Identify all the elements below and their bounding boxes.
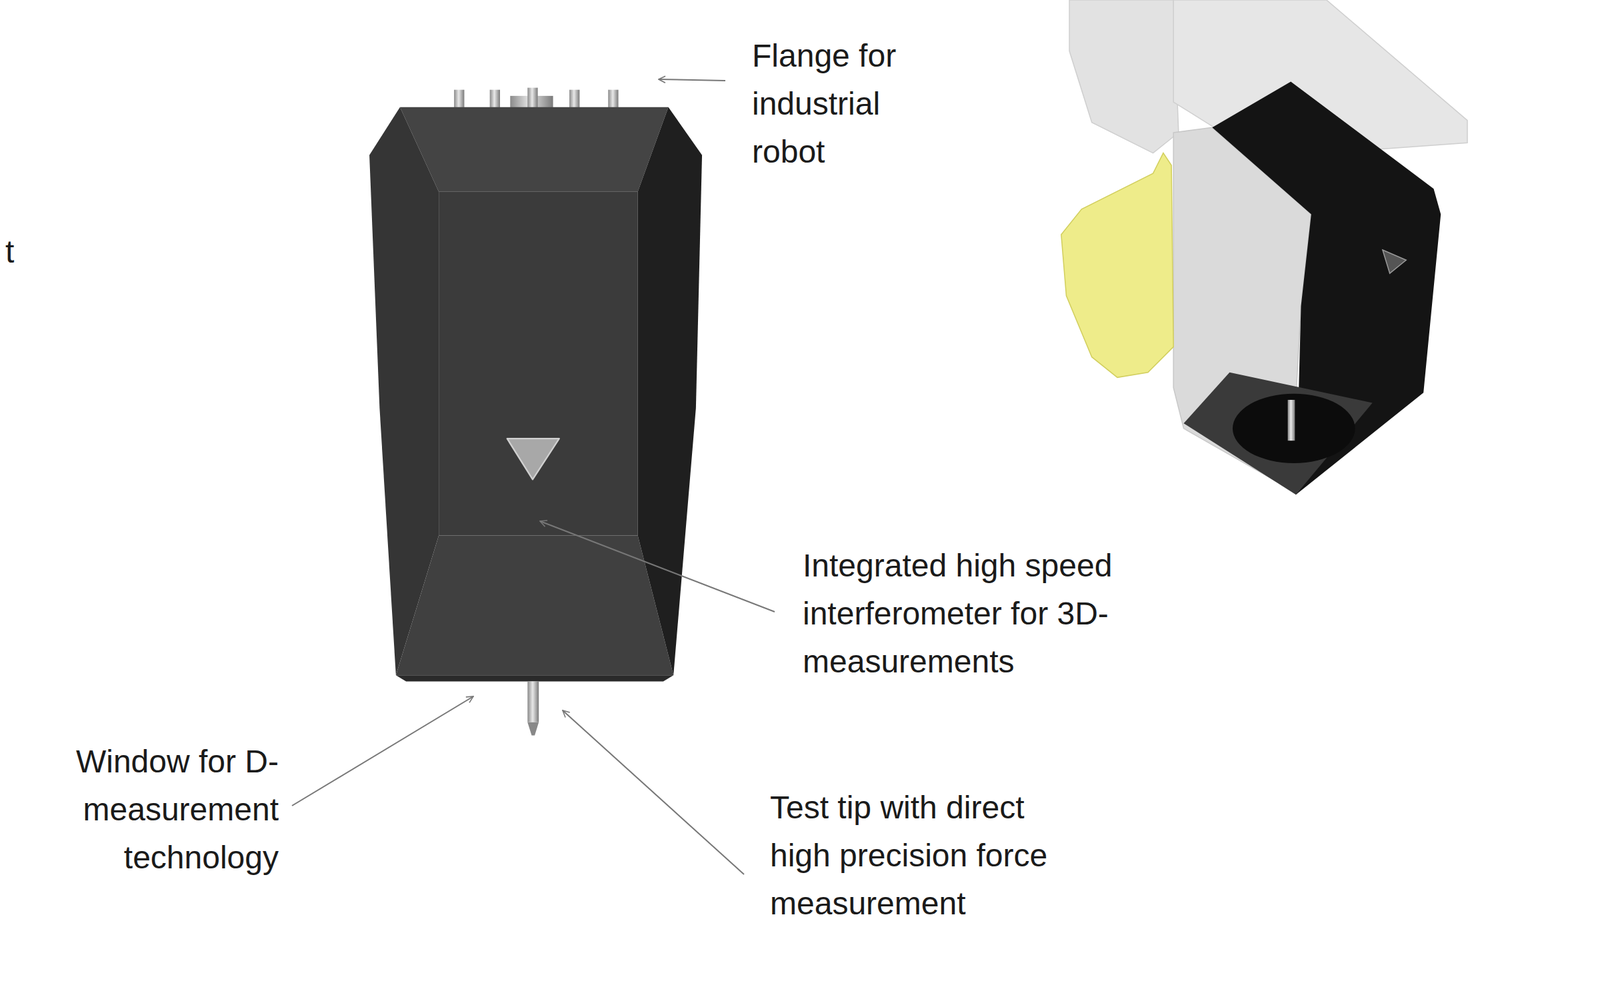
sensor-head-mounted [1061, 0, 1468, 495]
housing-panel [1212, 81, 1441, 495]
leader-line [540, 521, 775, 612]
callout-label: Window for D-measurement technology [32, 738, 279, 882]
base-edge [396, 675, 674, 682]
callout-label: t [5, 228, 14, 276]
front-face [438, 192, 638, 536]
leader-line [292, 696, 474, 806]
interferometer-window [507, 438, 560, 480]
test-tip [527, 681, 539, 722]
callout-label: Flange for industrial robot [752, 32, 932, 176]
flange-pin [454, 90, 464, 109]
test-tip-point [527, 722, 539, 736]
flange-pin [527, 88, 538, 109]
callout-label: Test tip with direct high precision forc… [770, 784, 1068, 928]
right-face [638, 107, 702, 676]
interferometer-window [1382, 250, 1406, 274]
flange-pin [569, 90, 580, 109]
housing-bottom [1183, 372, 1372, 496]
yellow-fixture [1061, 153, 1174, 378]
flange-pin [608, 90, 618, 109]
flange-pin [490, 90, 500, 109]
leader-line [562, 710, 744, 875]
top-bevel [400, 107, 669, 192]
test-tip [1288, 400, 1296, 441]
sensor-head-front [369, 88, 702, 736]
measurement-opening [1232, 394, 1356, 464]
leader-line [658, 79, 726, 81]
callout-label: Integrated high speed interferometer for… [802, 542, 1150, 686]
mount-bracket [1069, 0, 1179, 154]
